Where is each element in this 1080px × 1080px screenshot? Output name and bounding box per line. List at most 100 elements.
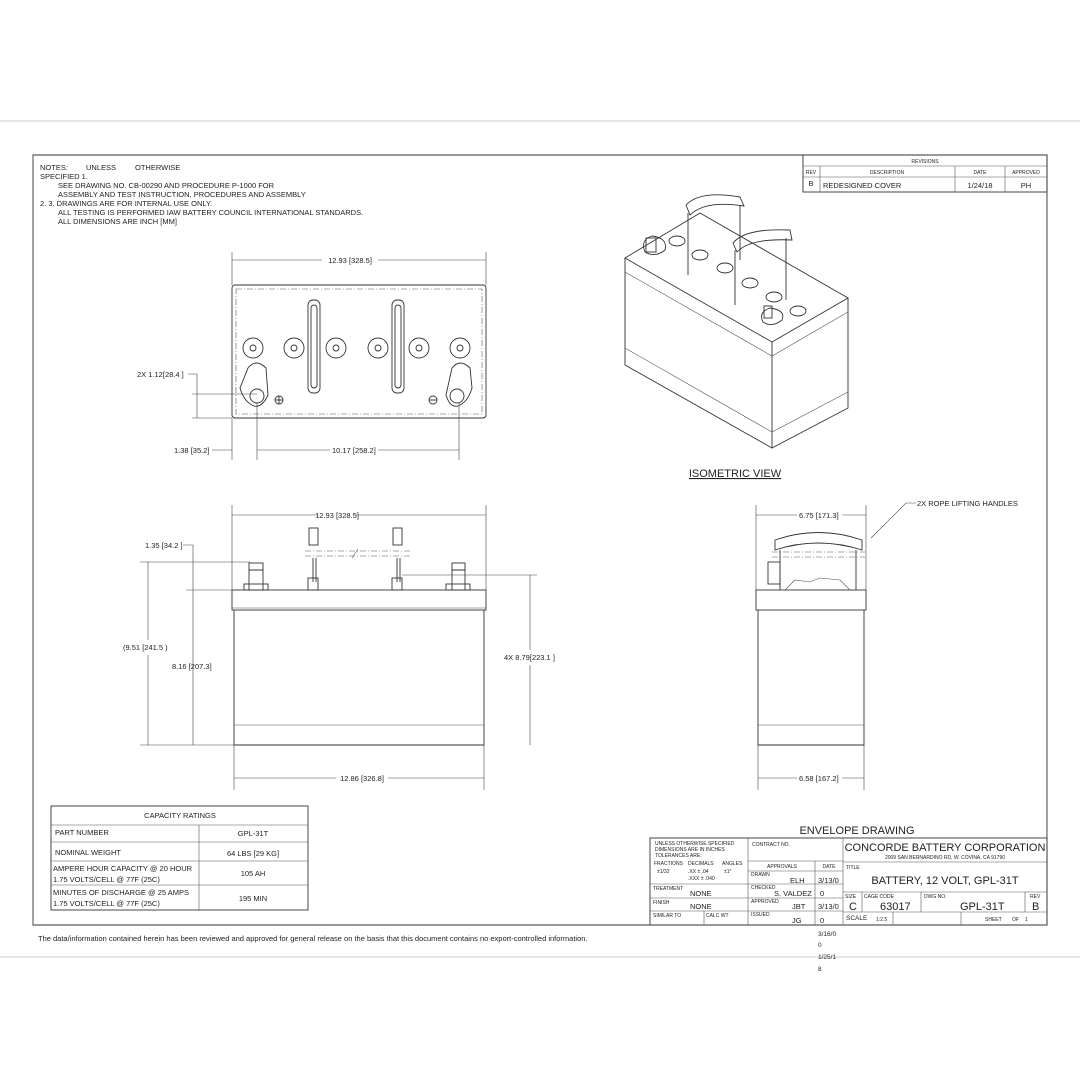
- capacity-label: MINUTES OF DISCHARGE @ 25 AMPS: [53, 888, 189, 897]
- issued-date-overflow: 1/25/1: [818, 954, 836, 961]
- drawn-date: 3/13/0: [818, 876, 839, 885]
- revision-date: 1/24/18: [967, 181, 992, 190]
- angles-value: ±1°: [724, 869, 732, 875]
- svg-text:12.93 [328.5]: 12.93 [328.5]: [328, 256, 372, 265]
- sheet-label: SHEET: [985, 917, 1002, 923]
- svg-text:1.35 [34.2 ]: 1.35 [34.2 ]: [145, 541, 183, 550]
- notes-text: ALL DIMENSIONS ARE INCH [MM]: [58, 217, 177, 226]
- dim-front-width-bottom: 12.86: [340, 774, 359, 783]
- revisions-title: REVISIONS: [911, 159, 939, 165]
- dim-side-bottom: 6.58: [799, 774, 814, 783]
- angles-label: ANGLES: [722, 861, 743, 867]
- decimals-value: .XX ± .04: [688, 869, 709, 875]
- dwg-no: GPL-31T: [960, 901, 1005, 913]
- size-value: C: [849, 901, 857, 913]
- size-label: SIZE: [845, 894, 857, 900]
- capacity-value: 195 MIN: [239, 894, 267, 903]
- finish-value: NONE: [690, 902, 712, 911]
- cage-code: 63017: [880, 901, 911, 913]
- dim-spacing-mm: 258.2: [355, 446, 374, 455]
- scale-label: SCALE: [846, 915, 868, 922]
- checked-by: S. VALDEZ: [774, 889, 812, 898]
- similar-to-label: SIMILAR TO: [653, 913, 681, 919]
- notes-text: ALL TESTING IS PERFORMED IAW BATTERY COU…: [58, 208, 363, 217]
- notes-text: OTHERWISE: [135, 163, 180, 172]
- isometric-view-label: ISOMETRIC VIEW: [689, 468, 782, 480]
- svg-text:2X 1.12[28.4 ]: 2X 1.12[28.4 ]: [137, 370, 184, 379]
- dim-top-width-mm: 328.5: [351, 256, 370, 265]
- decimals-value: .XXX ± .040: [688, 876, 715, 882]
- finish-label: FINISH: [653, 900, 670, 906]
- revisions-header-approved: APPROVED: [1012, 170, 1040, 176]
- notes-text: ASSEMBLY AND TEST INSTRUCTION, PROCEDURE…: [58, 190, 306, 199]
- dim-side-top-mm: 171.3: [818, 511, 837, 520]
- approved-by: JBT: [792, 902, 806, 911]
- title-label: TITLE: [846, 865, 860, 871]
- checked-label: CHECKED: [751, 885, 776, 891]
- dwg-no-label: DWG NO.: [924, 894, 947, 900]
- notes: NOTES: UNLESS OTHERWISE SPECIFIED 1. SEE…: [40, 163, 363, 226]
- capacity-ratings-table: CAPACITY RATINGS PART NUMBER GPL-31T NOM…: [50, 805, 309, 911]
- drawing-title: BATTERY, 12 VOLT, GPL-31T: [871, 875, 1018, 887]
- capacity-value: 64 LBS [29 KG]: [227, 849, 279, 858]
- drawn-label: DRAWN: [751, 872, 770, 878]
- revisions-header-description: DESCRIPTION: [870, 170, 905, 176]
- svg-text:(9.51 [241.5 ): (9.51 [241.5 ): [123, 643, 168, 652]
- issued-label: ISSUED: [751, 912, 770, 918]
- revisions-header-date: DATE: [974, 170, 988, 176]
- fractions-value: ±1/32: [657, 869, 670, 875]
- svg-text:12.86 [326.8]: 12.86 [326.8]: [340, 774, 384, 783]
- dim-edge: 1.38: [174, 446, 189, 455]
- revisions-header-rev: REV: [806, 170, 817, 176]
- dim-handle-mm: 223.1: [532, 653, 551, 662]
- dim-overall-height-mm: 241.5 ): [144, 643, 168, 652]
- approved-date: 3/13/0: [818, 902, 839, 911]
- dim-hole-mm: 28.4: [165, 370, 180, 379]
- notes-text: SEE DRAWING NO. CB-00290 AND PROCEDURE P…: [58, 181, 275, 190]
- dim-terminal: 1.35: [145, 541, 160, 550]
- date-label: DATE: [823, 864, 837, 870]
- revision-rev: B: [808, 179, 813, 188]
- calc-wt-label: CALC WT: [706, 913, 729, 919]
- capacity-table-title: CAPACITY RATINGS: [144, 811, 216, 820]
- svg-text:6.58 [167.2]: 6.58 [167.2]: [799, 774, 839, 783]
- dim-side-bottom-mm: 167.2: [818, 774, 837, 783]
- dim-front-width-top-mm: 328.5: [338, 511, 357, 520]
- dim-front-width-bottom-mm: 326.8: [363, 774, 382, 783]
- title-block: ENVELOPE DRAWING UNLESS OTHERWISE SPECIF…: [649, 825, 1048, 973]
- sheet-total: 1: [1025, 917, 1028, 923]
- checked-date: 0: [820, 889, 824, 898]
- capacity-value: 105 AH: [241, 869, 266, 878]
- revisions-table: REVISIONS REV DESCRIPTION DATE APPROVED …: [802, 154, 1048, 193]
- front-view: 12.93 [328.5] 12.86 [326.8] 1.35 [34.2 ]…: [123, 505, 555, 790]
- issued-date-overflow: 0: [818, 942, 822, 949]
- dim-case-height: 8.16: [172, 662, 187, 671]
- svg-text:4X 8.79[223.1 ]: 4X 8.79[223.1 ]: [504, 653, 555, 662]
- tolerance-note: TOLERANCES ARE:: [655, 853, 702, 859]
- dim-terminal-mm: 34.2: [164, 541, 179, 550]
- dim-handle: 4X 8.79: [504, 653, 530, 662]
- dim-top-width: 12.93: [328, 256, 347, 265]
- side-view: 6.75 [171.3] 6.58 [167.2] 2X ROPE LIFTIN…: [755, 499, 1018, 790]
- isometric-view: ISOMETRIC VIEW: [624, 194, 849, 480]
- svg-text:1.38 [35.2]: 1.38 [35.2]: [174, 446, 209, 455]
- dim-overall-height: (9.51: [123, 643, 140, 652]
- capacity-label: 1.75 VOLTS/CELL @ 77F (25C): [53, 899, 160, 908]
- capacity-label: AMPERE HOUR CAPACITY @ 20 HOUR: [53, 864, 193, 873]
- dim-spacing: 10.17: [332, 446, 351, 455]
- issued-date: 0: [820, 916, 824, 925]
- sheet-of-label: OF: [1012, 917, 1019, 923]
- drawing-border: [32, 154, 1048, 926]
- issued-by: JG: [792, 916, 802, 925]
- svg-text:8.16 [207.3]: 8.16 [207.3]: [172, 662, 212, 671]
- dim-side-top: 6.75: [799, 511, 814, 520]
- notes-text: SPECIFIED 1.: [40, 172, 88, 181]
- revision-description: REDESIGNED COVER: [823, 181, 902, 190]
- capacity-value: GPL-31T: [238, 829, 269, 838]
- scale-value: 1:2.5: [876, 917, 887, 923]
- dim-front-width-top: 12.93: [315, 511, 334, 520]
- callout-rope-handles: 2X ROPE LIFTING HANDLES: [917, 499, 1018, 508]
- top-view: 12.93 [328.5] 2X 1.12[28.4 ] 1.38 [35.2]…: [137, 252, 487, 460]
- dim-hole: 2X 1.12: [137, 370, 163, 379]
